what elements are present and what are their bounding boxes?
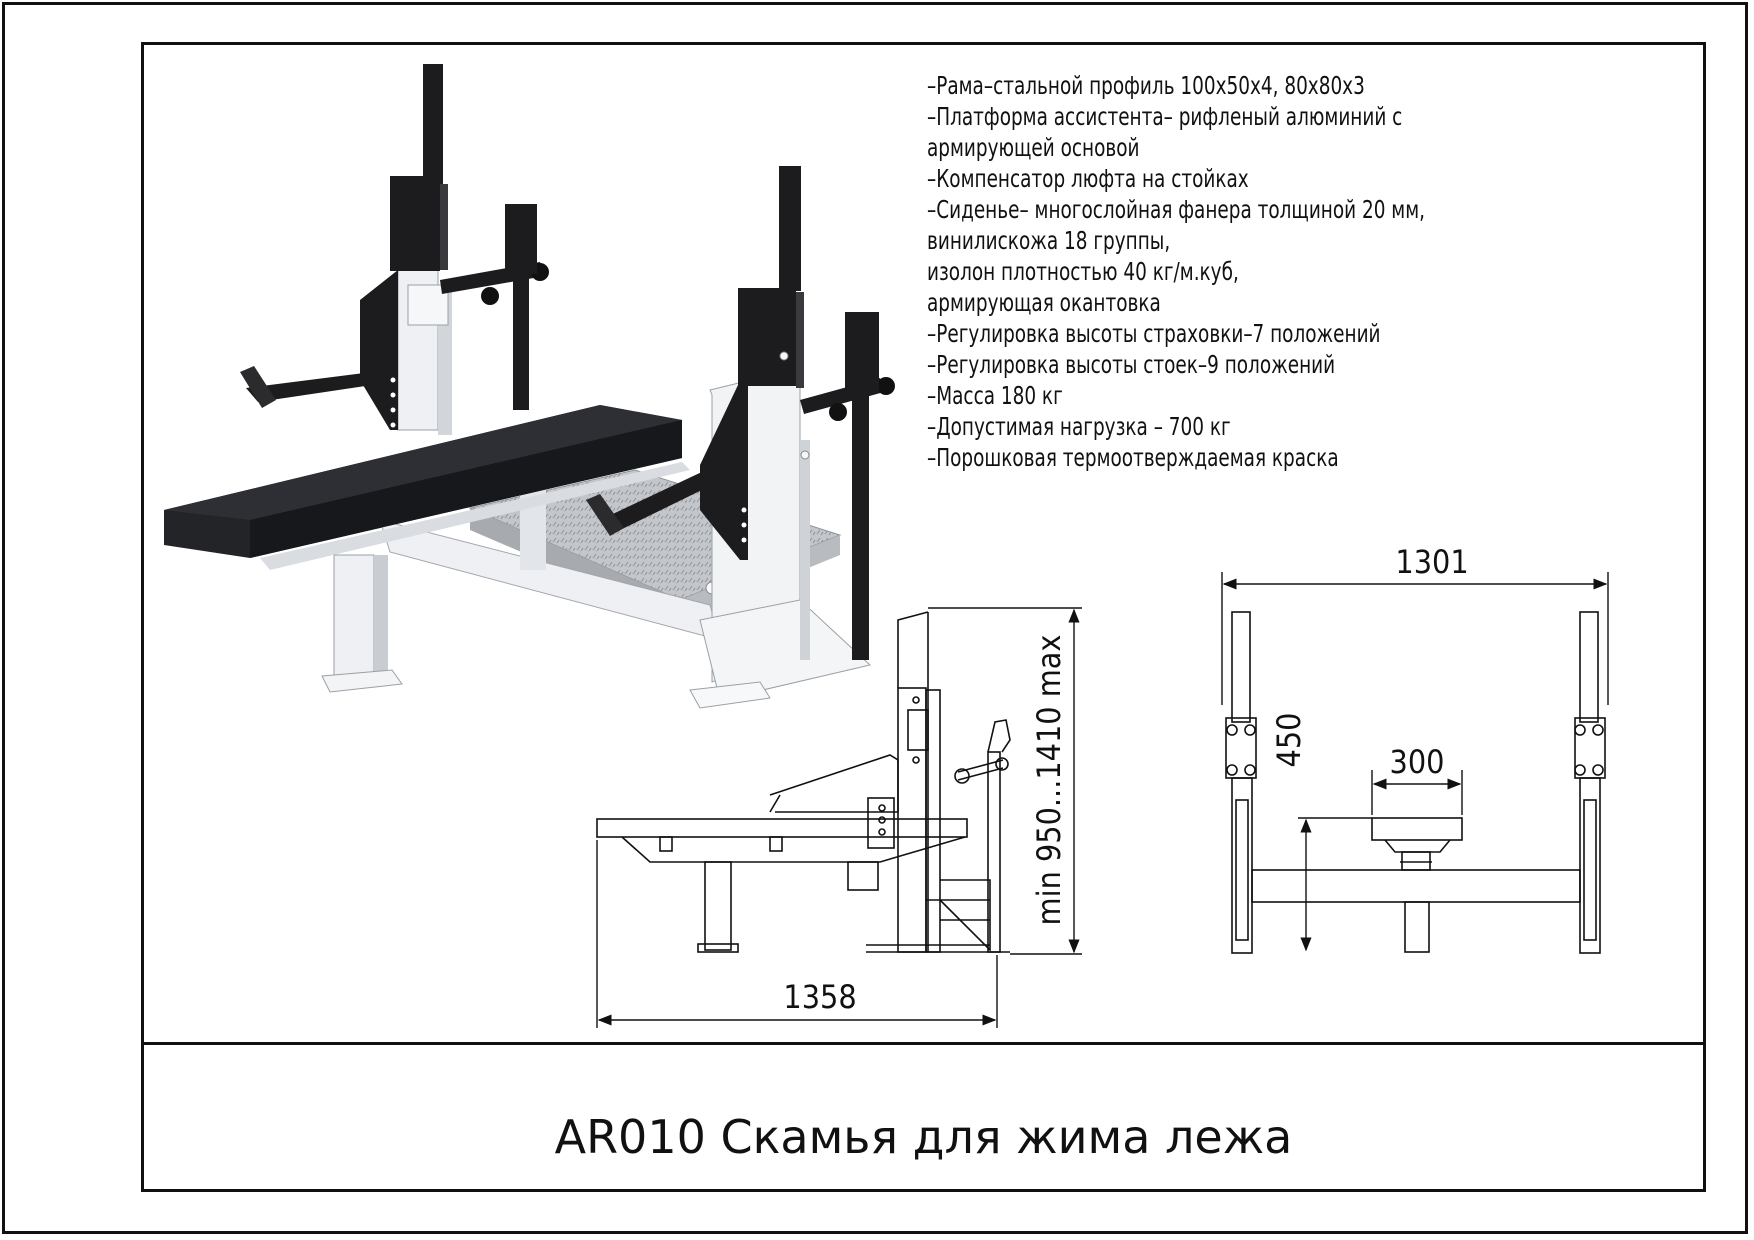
spec-line: изолон плотностью 40 кг/м.куб,	[927, 257, 1239, 286]
spec-line: –Сиденье– многослойная фанера толщиной 2…	[927, 195, 1425, 224]
front-seat-width-label: 300	[1390, 743, 1445, 781]
drawing-frame	[141, 42, 1706, 1192]
right-upright	[586, 166, 895, 709]
specifications-list: –Рама–стальной профиль 100х50х4, 80х80х3…	[927, 70, 1517, 473]
spec-line: –Порошковая термоотверждаемая краска	[927, 443, 1339, 472]
side-view-drawing	[596, 611, 1011, 953]
front-view-drawing	[1225, 611, 1606, 954]
spec-line: –Платформа ассистента– рифленый алюминий…	[927, 102, 1403, 131]
bench-seat	[164, 405, 690, 570]
side-length-label: 1358	[783, 978, 856, 1016]
title-block: AR010 Скамья для жима лежа	[141, 1045, 1706, 1192]
left-upright	[240, 64, 549, 435]
title-block-divider	[141, 1042, 1706, 1045]
drawing-title: AR010 Скамья для жима лежа	[554, 1109, 1293, 1164]
spec-line: винилискожа 18 группы,	[927, 226, 1171, 255]
front-width-label: 1301	[1395, 543, 1468, 581]
spec-line: –Масса 180 кг	[927, 381, 1063, 410]
spec-line: –Компенсатор люфта на стойках	[927, 164, 1249, 193]
spec-line: армирующая окантовка	[927, 288, 1161, 317]
spec-line: –Рама–стальной профиль 100х50х4, 80х80х3	[927, 71, 1365, 100]
side-view-dimensions	[596, 607, 1082, 1028]
spec-line: –Допустимая нагрузка – 700 кг	[927, 412, 1231, 441]
front-view-dimensions	[1221, 572, 1609, 952]
bench-render	[164, 64, 895, 709]
spec-line: армирующей основой	[927, 133, 1140, 162]
front-height-label: 450	[1270, 713, 1308, 768]
side-height-label: min 950...1410 max	[1030, 635, 1068, 926]
spec-line: –Регулировка высоты страховки–7 положени…	[927, 319, 1381, 348]
bench-legs	[321, 490, 719, 693]
spec-line: –Регулировка высоты стоек–9 положений	[927, 350, 1336, 379]
